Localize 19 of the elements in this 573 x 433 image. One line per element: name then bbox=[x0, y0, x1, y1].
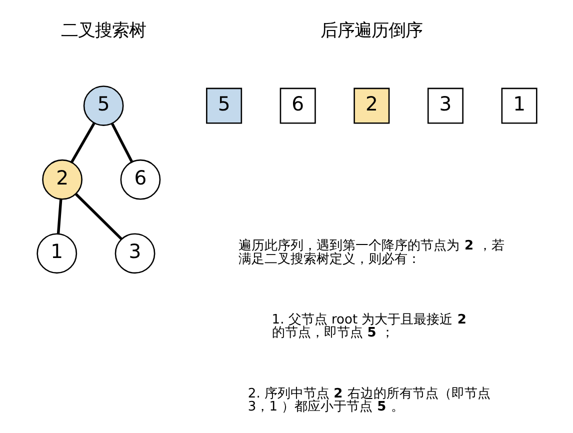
node-circle: 5 bbox=[82, 86, 124, 126]
node-circle: 2 bbox=[42, 159, 82, 200]
connector bbox=[56, 199, 62, 234]
node-box: 1 bbox=[500, 88, 537, 124]
label: 二叉搜索树 bbox=[60, 21, 146, 42]
connector bbox=[74, 193, 122, 240]
node-box: 2 bbox=[353, 88, 390, 124]
label: 1. 父节点 root 为大于且最接近 2 的节点，即节点 5 ； bbox=[271, 312, 466, 341]
connector bbox=[70, 122, 95, 163]
connector bbox=[110, 122, 133, 163]
node-box: 5 bbox=[206, 88, 242, 124]
node-box: 3 bbox=[426, 88, 463, 124]
node-box: 6 bbox=[279, 88, 316, 124]
label: 后序遍历倒序 bbox=[320, 21, 422, 42]
label: 遍历此序列，遇到第一个降序的节点为 2 ，若满足二叉搜索树定义，则必有： bbox=[238, 238, 504, 267]
node-circle: 3 bbox=[114, 233, 155, 274]
label: 2. 序列中节点 2 右边的所有节点（即节点 3，1 ）都应小于节点 5 。 bbox=[247, 386, 490, 414]
node-circle: 1 bbox=[36, 233, 77, 274]
node-circle: 6 bbox=[120, 159, 160, 200]
